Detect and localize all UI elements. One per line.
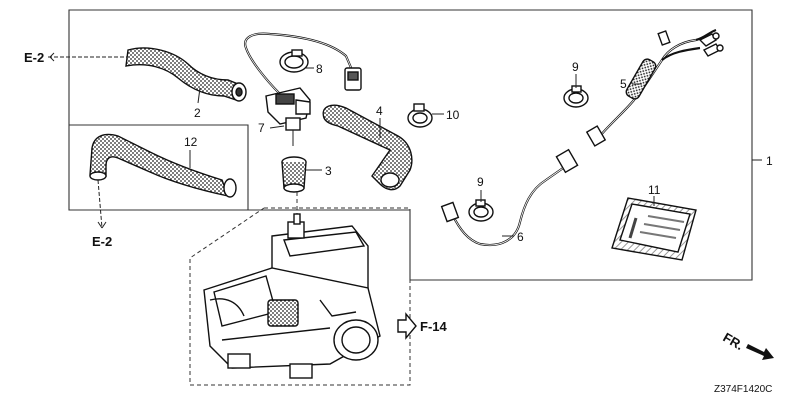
callout-10: 10 — [446, 108, 460, 122]
callout-7: 7 — [258, 121, 265, 135]
callout-3: 3 — [325, 164, 332, 178]
ref-fr: FR. — [721, 330, 747, 353]
ref-e2-bottom-leader — [97, 179, 103, 229]
part-9-clamp-top — [563, 85, 589, 108]
callout-2-leader — [197, 87, 201, 104]
front-direction-arrow — [746, 344, 774, 360]
callout-1: 1 — [766, 154, 773, 168]
callout-6: 6 — [517, 230, 524, 244]
callout-2: 2 — [194, 106, 201, 120]
part-8-clamp — [279, 49, 309, 73]
part-3-cap — [281, 156, 307, 193]
part-7-sensor — [244, 32, 362, 146]
callout-12: 12 — [184, 135, 198, 149]
ref-f14-arrow — [397, 312, 417, 340]
air-cleaner-dashed-outline — [189, 207, 411, 386]
callout-9-top: 9 — [572, 60, 579, 74]
callout-4: 4 — [376, 104, 383, 118]
part-2-hose — [125, 47, 247, 102]
part-5-harness — [585, 28, 724, 147]
part-9-clamp-bottom — [468, 199, 494, 222]
part-12-hose — [89, 133, 237, 198]
diagram-code: Z374F1420C — [714, 384, 772, 395]
ref-e2-bottom: E-2 — [92, 234, 112, 249]
callout-11: 11 — [648, 183, 661, 197]
callout-8: 8 — [316, 62, 323, 76]
callout-5: 5 — [620, 77, 627, 91]
part-6-harness — [440, 148, 579, 247]
callout-7-leader — [269, 125, 285, 129]
ref-e2-top: E-2 — [24, 50, 44, 65]
part-12-inner-box — [69, 124, 249, 210]
part-10-clamp — [407, 103, 433, 128]
ref-f14: F-14 — [420, 319, 448, 334]
air-cleaner-housing — [203, 213, 381, 379]
part-11-label — [611, 197, 697, 261]
callout-9-bottom: 9 — [477, 175, 484, 189]
part-4-hose — [322, 104, 413, 191]
